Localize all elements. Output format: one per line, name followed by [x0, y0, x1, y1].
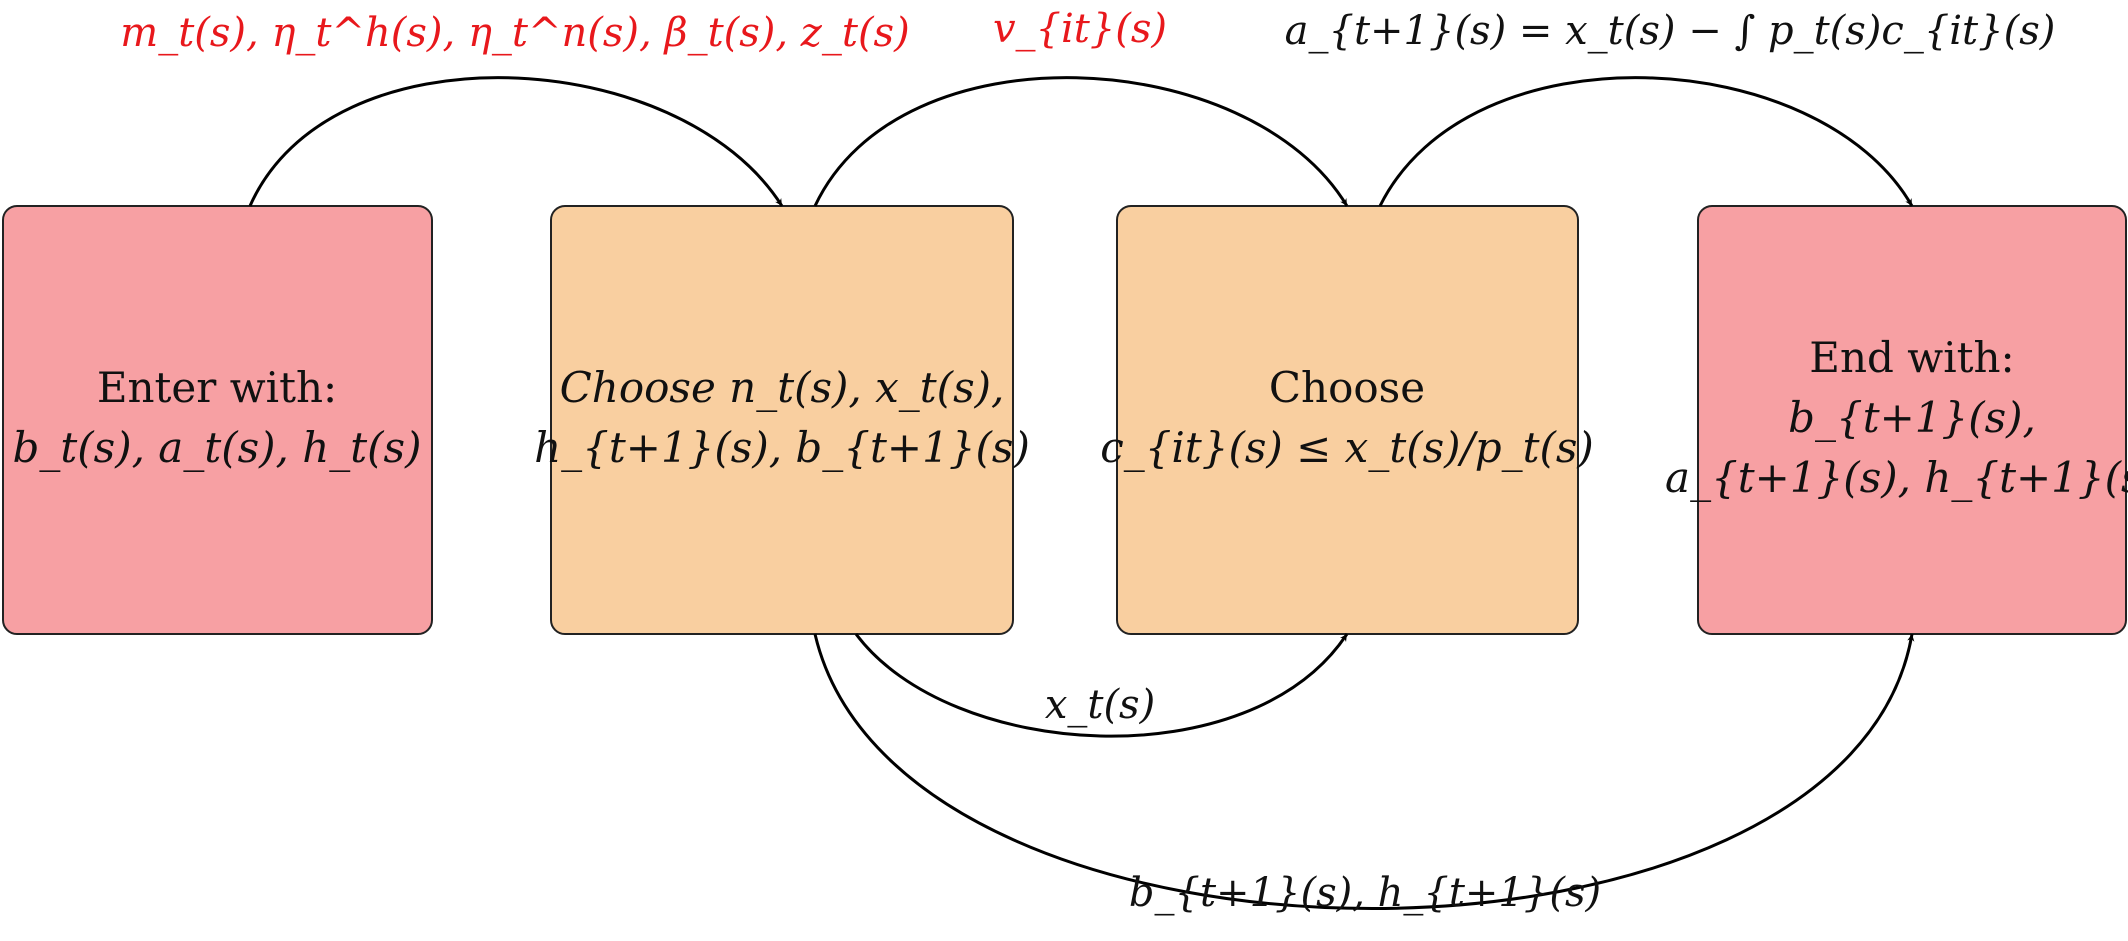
choose-labor-line2: h_{t+1}(s), b_{t+1}(s) — [534, 423, 1030, 472]
choose-labor-box: Choose n_t(s), x_t(s), h_{t+1}(s), b_{t+… — [534, 205, 1030, 635]
enter-box-title: Enter with: — [97, 363, 337, 412]
arrow-choose-labor-to-end-bottom — [813, 633, 1915, 910]
choose-consumption-constraint: c_{it}(s) ≤ x_t(s)/p_t(s) — [1100, 423, 1594, 472]
label-taste-shock: v_{it}(s) — [993, 6, 1167, 52]
label-asset-law-of-motion: a_{t+1}(s) = x_t(s) − ∫ p_t(s)c_{it}(s) — [1285, 8, 2056, 54]
end-box-line2: b_{t+1}(s), — [1788, 393, 2036, 442]
enter-box-vars: b_t(s), a_t(s), h_t(s) — [13, 423, 422, 472]
choose-consumption-box: Choose c_{it}(s) ≤ x_t(s)/p_t(s) — [1100, 205, 1594, 635]
end-box-title: End with: — [1809, 333, 2014, 382]
arrow-choose-labor-to-choose-consumption-top — [813, 76, 1349, 207]
label-bonds-housing: b_{t+1}(s), h_{t+1}(s) — [1129, 870, 1601, 916]
arrow-choose-consumption-to-end — [1378, 76, 1914, 207]
end-box-line3: a_{t+1}(s), h_{t+1}(s) — [1665, 453, 2128, 502]
label-shocks: m_t(s), η_t^h(s), η_t^n(s), β_t(s), z_t(… — [120, 10, 909, 56]
arrow-choose-labor-to-choose-consumption-bottom — [854, 633, 1349, 738]
choose-consumption-title: Choose — [1269, 363, 1425, 412]
arrow-enter-to-choose-labor — [248, 76, 784, 207]
end-box: End with: b_{t+1}(s), a_{t+1}(s), h_{t+1… — [1665, 205, 2128, 635]
choose-labor-line1: Choose n_t(s), x_t(s), — [560, 363, 1005, 412]
enter-box: Enter with: b_t(s), a_t(s), h_t(s) — [2, 205, 433, 635]
label-expenditure: x_t(s) — [1045, 682, 1155, 728]
